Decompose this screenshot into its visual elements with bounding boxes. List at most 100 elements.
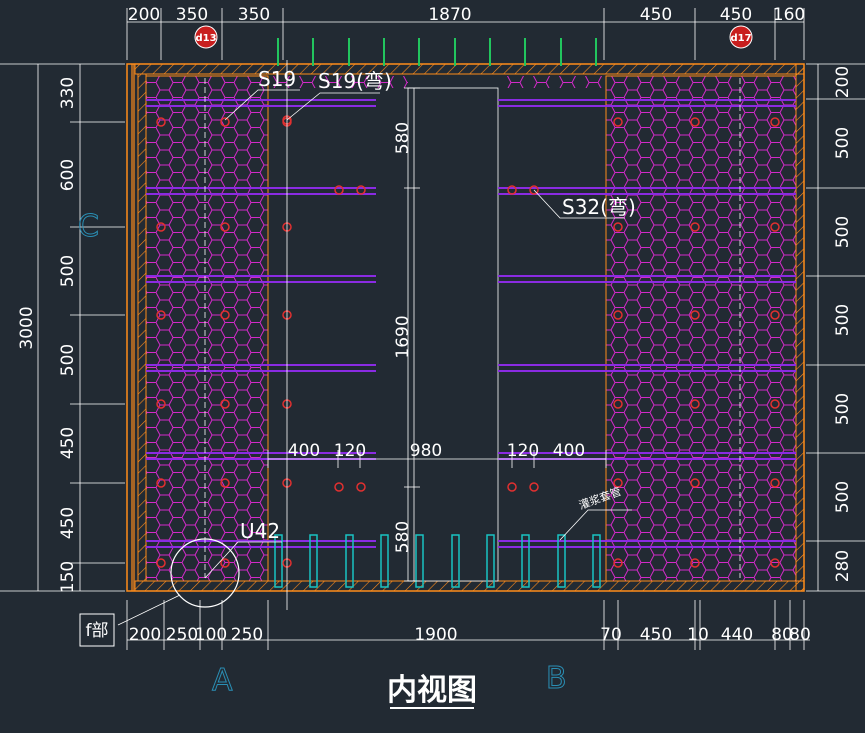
rebar-point-16	[220, 558, 230, 568]
dim-top-1: 350	[176, 5, 208, 25]
axis-labels: A B C	[78, 209, 568, 699]
label-s32-bent: S32(弯)	[562, 195, 636, 219]
label-detail: f部	[86, 621, 109, 641]
dim-right-4: 500	[833, 393, 853, 425]
rebar-point-40	[334, 482, 344, 492]
dim-top-6: 160	[773, 5, 805, 25]
dim-bottom-7: 10	[687, 625, 709, 645]
dim-left-4: 450	[58, 427, 78, 459]
rebar-point-21	[613, 222, 623, 232]
dimension-lines-bottom	[126, 600, 810, 650]
grout-sleeve-8	[557, 534, 566, 588]
rebar-point-20	[770, 117, 780, 127]
rebar-point-9	[156, 399, 166, 409]
dim-left-5: 450	[58, 507, 78, 539]
dim-right-3: 500	[833, 304, 853, 336]
top-mesh-left	[268, 76, 408, 88]
rebar-point-29	[770, 399, 780, 409]
dim-top-0: 200	[128, 5, 160, 25]
dim-inner-h-0: 400	[288, 441, 320, 461]
rebar-labels: S19 S19(弯) S32(弯) U42 灌浆套管 f部	[86, 67, 636, 641]
rebar-point-37	[356, 185, 366, 195]
label-s19-bent: S19(弯)	[318, 69, 392, 93]
tag-left: d13	[194, 25, 218, 49]
tag-left-text: d13	[195, 33, 216, 44]
dim-text-top: 200 350 350 1870 450 450 160	[128, 5, 805, 25]
rebar-point-1	[220, 117, 230, 127]
rebar-point-41	[356, 482, 366, 492]
label-u42: U42	[240, 519, 280, 543]
dim-inner-h-4: 400	[553, 441, 585, 461]
detail-box	[79, 613, 115, 647]
dim-left-total: 3000	[17, 306, 37, 349]
dim-right-1: 500	[833, 127, 853, 159]
rebar-point-0	[156, 117, 166, 127]
grout-sleeve-9	[592, 534, 601, 588]
rebar-point-31	[690, 478, 700, 488]
grout-sleeve-0	[274, 534, 283, 588]
dimension-lines-top	[126, 8, 805, 60]
rebar-point-18	[613, 117, 623, 127]
rebar-point-43	[529, 482, 539, 492]
rebar-point-30	[613, 478, 623, 488]
dim-top-4: 450	[640, 5, 672, 25]
dim-bottom-4: 1900	[414, 625, 457, 645]
dim-text-right: 200 500 500 500 500 500 280	[833, 66, 853, 582]
dim-text-inner-vertical: 580 1690 580	[393, 122, 413, 553]
rebar-point-42	[507, 482, 517, 492]
tag-right-text: d17	[730, 33, 751, 44]
rebar-point-23	[770, 222, 780, 232]
dimension-lines-left	[0, 63, 125, 592]
dim-text-inner-horizontal: 400 120 980 120 400	[288, 441, 585, 461]
tag-right: d17	[729, 25, 753, 49]
dim-text-left: 330 600 500 500 450 450 150 3000	[17, 77, 78, 593]
dim-inner-h-3: 120	[507, 441, 539, 461]
dim-inner-v-2: 580	[393, 521, 413, 553]
dim-left-6: 150	[58, 561, 78, 593]
dim-right-6: 280	[833, 550, 853, 582]
left-mesh-zone	[145, 75, 269, 582]
rebar-point-28	[690, 399, 700, 409]
drawing-title: 内视图	[387, 673, 477, 708]
grout-sleeve-7	[521, 534, 530, 588]
rebar-point-22	[690, 222, 700, 232]
dim-bottom-0: 200	[129, 625, 161, 645]
dim-top-2: 350	[238, 5, 270, 25]
rebar-point-6	[156, 310, 166, 320]
dim-bottom-1: 250	[166, 625, 198, 645]
detail-circle	[170, 538, 240, 608]
dim-inner-v-0: 580	[393, 122, 413, 154]
rebar-point-15	[156, 558, 166, 568]
right-mesh-zone	[605, 75, 797, 582]
dim-bottom-6: 450	[640, 625, 672, 645]
dim-inner-h-2: 980	[410, 441, 442, 461]
top-mesh-right	[498, 76, 606, 88]
rebar-point-12	[156, 478, 166, 488]
axis-label-c: C	[78, 209, 99, 244]
rebar-point-27	[613, 399, 623, 409]
dim-bottom-2: 100	[195, 625, 227, 645]
dim-bottom-10: 80	[789, 625, 811, 645]
dimension-lines-right	[806, 63, 865, 592]
vertical-rebar-lines	[204, 78, 741, 578]
rebar-point-39	[529, 185, 539, 195]
grout-sleeve-2	[345, 534, 354, 588]
dim-left-0: 330	[58, 77, 78, 109]
rebar-point-7	[220, 310, 230, 320]
dim-inner-v-1: 1690	[393, 315, 413, 358]
dim-left-1: 600	[58, 159, 78, 191]
rebar-point-34	[690, 558, 700, 568]
rebar-point-33	[613, 558, 623, 568]
rebar-point-35	[770, 558, 780, 568]
label-leaders	[204, 89, 632, 579]
opening	[407, 87, 499, 582]
dim-left-2: 500	[58, 255, 78, 287]
rebar-point-32	[770, 478, 780, 488]
dim-right-2: 500	[833, 216, 853, 248]
dim-bottom-8: 440	[721, 625, 753, 645]
axis-label-b: B	[546, 661, 567, 696]
rebar-point-36	[334, 185, 344, 195]
rebar-point-24	[613, 310, 623, 320]
